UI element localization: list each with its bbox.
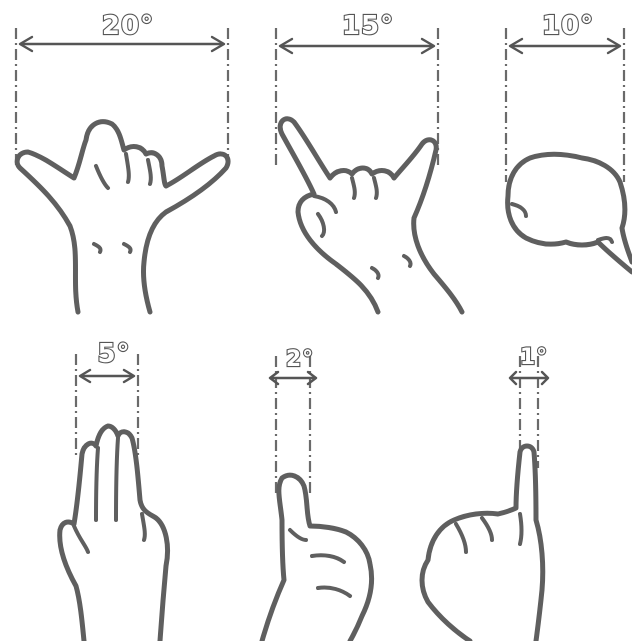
panel-2-degrees: 2° (262, 347, 372, 641)
hand-hang-loose (17, 122, 228, 312)
hand-three-fingers (60, 426, 168, 641)
hand-thumb-up (262, 475, 372, 641)
panel-10-degrees: 10° (506, 11, 632, 272)
panel-1-degree: 1° (422, 345, 548, 641)
angle-label-5: 5° (97, 339, 130, 369)
angle-label-15: 15° (342, 11, 394, 41)
angle-label-1: 1° (520, 345, 548, 370)
hand-fist (508, 154, 632, 272)
angle-label-2: 2° (286, 347, 314, 372)
angle-label-10: 10° (542, 11, 594, 41)
panel-5-degrees: 5° (60, 339, 168, 641)
panel-20-degrees: 20° (16, 11, 228, 312)
hand-horns (280, 119, 462, 312)
angle-label-20: 20° (102, 11, 154, 41)
hand-pinky (422, 446, 543, 641)
panel-15-degrees: 15° (276, 11, 462, 312)
